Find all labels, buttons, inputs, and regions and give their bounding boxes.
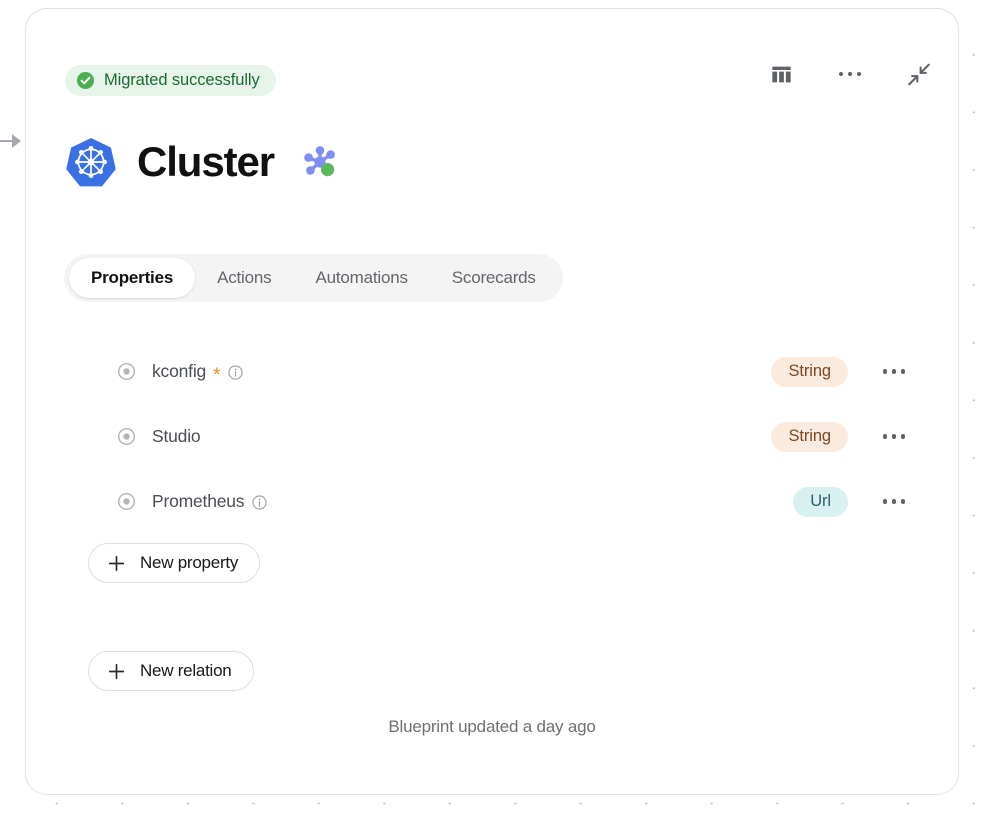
tab-bar: Properties Actions Automations Scorecard… (64, 254, 563, 302)
new-relation-wrapper: New relation (88, 651, 254, 691)
property-type-badge[interactable]: String (771, 356, 848, 387)
property-name: kconfig (152, 361, 207, 381)
new-property-button[interactable]: New property (88, 543, 261, 583)
info-icon[interactable] (252, 495, 267, 510)
new-property-wrapper: New property (88, 543, 261, 583)
page-title-row: Cluster (65, 131, 340, 193)
property-bullet-icon (117, 427, 136, 446)
blueprint-card: Migrated successfully (25, 8, 959, 795)
collapse-icon[interactable] (906, 61, 932, 87)
properties-list: kconfig * String Studio String (64, 339, 922, 534)
plus-icon (108, 555, 125, 571)
property-name: Studio (152, 426, 201, 446)
canvas-left-arrow-icon (0, 134, 21, 148)
tab-actions[interactable]: Actions (195, 258, 293, 298)
tab-scorecards[interactable]: Scorecards (430, 258, 558, 298)
property-type-badge[interactable]: Url (793, 486, 848, 517)
three-dots-glyph (882, 369, 906, 374)
tab-properties[interactable]: Properties (69, 258, 196, 298)
card-top-row: Migrated successfully (26, 9, 958, 119)
row-more-options-icon[interactable] (876, 499, 912, 504)
page-title: Cluster (137, 138, 275, 185)
more-options-icon[interactable] (837, 61, 863, 87)
molecule-icon (304, 146, 335, 177)
required-asterisk: * (213, 364, 221, 386)
three-dots-glyph (882, 434, 906, 439)
three-dots-glyph (838, 71, 862, 77)
status-badge: Migrated successfully (65, 65, 276, 96)
tab-automations[interactable]: Automations (293, 258, 429, 298)
status-badge-label: Migrated successfully (104, 71, 260, 89)
three-dots-glyph (882, 499, 906, 504)
new-relation-label: New relation (140, 661, 232, 680)
card-toolbar (768, 61, 932, 87)
check-circle-icon (76, 71, 95, 89)
property-name: Prometheus (152, 491, 245, 511)
property-type-badge[interactable]: String (771, 421, 848, 452)
row-more-options-icon[interactable] (876, 369, 912, 374)
table-row[interactable]: Studio String (64, 404, 922, 469)
plus-icon (108, 663, 125, 679)
row-more-options-icon[interactable] (876, 434, 912, 439)
property-bullet-icon (117, 362, 136, 381)
collapse-arrows-glyph (908, 63, 930, 85)
property-bullet-icon (117, 492, 136, 511)
new-property-label: New property (140, 553, 239, 572)
table-row[interactable]: Prometheus Url (64, 469, 922, 534)
table-view-glyph (771, 66, 791, 82)
table-view-icon[interactable] (768, 61, 794, 87)
table-row[interactable]: kconfig * String (64, 339, 922, 404)
new-relation-button[interactable]: New relation (88, 651, 254, 691)
kubernetes-icon (66, 138, 116, 187)
info-icon[interactable] (228, 365, 244, 380)
blueprint-updated-note: Blueprint updated a day ago (388, 717, 596, 736)
